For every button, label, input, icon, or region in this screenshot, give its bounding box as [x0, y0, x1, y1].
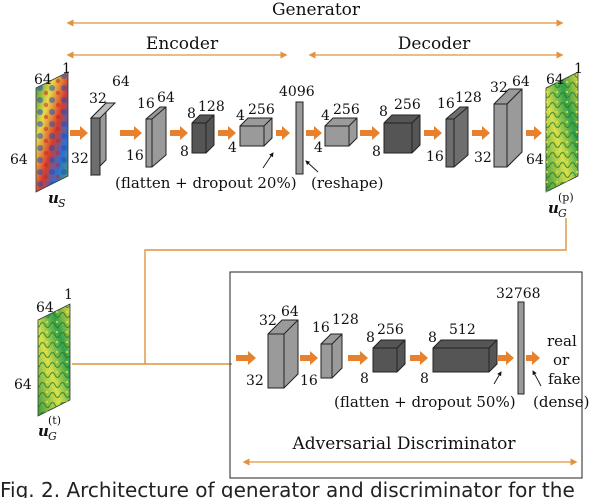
ugp-symbol: u: [548, 199, 559, 217]
disc3-c: 256: [377, 322, 404, 338]
enc2-w: 16: [126, 148, 144, 164]
disc4-c: 512: [449, 322, 476, 338]
enc3-w: 8: [180, 144, 189, 160]
us-subscript: S: [58, 197, 66, 210]
generator-title: Generator: [272, 0, 361, 20]
discriminator-frame: [229, 271, 583, 479]
dec4-h: 32: [490, 80, 508, 96]
disc3-w: 8: [360, 371, 369, 387]
disc4-w: 8: [420, 371, 429, 387]
reshape-pointer: [305, 160, 319, 173]
ugp-top-label: 64: [546, 72, 564, 88]
discriminator-title: Adversarial Discriminator: [291, 434, 516, 454]
ugp-superscript: (p): [558, 191, 574, 204]
ugt-top-label: 64: [36, 300, 54, 316]
dec2-c: 256: [394, 97, 421, 113]
disc2-c: 128: [332, 312, 359, 328]
truth-field-ugt: [37, 303, 71, 417]
flatten-pointer: [262, 152, 274, 169]
ugt-side-label: 64: [14, 377, 32, 393]
ugp-corner-label: 1: [574, 61, 583, 77]
enc4-w: 4: [228, 140, 237, 156]
disc-flat-vector: [517, 301, 525, 395]
enc4-c: 256: [248, 102, 275, 118]
ugt-corner-label: 1: [64, 287, 73, 303]
disc3-h: 8: [366, 330, 375, 346]
disc-layer-3: [372, 339, 406, 373]
dense-pointer: [532, 370, 542, 387]
bottleneck-size: 4096: [279, 84, 315, 100]
encoder-title: Encoder: [146, 34, 219, 54]
disc1-w: 32: [246, 373, 264, 389]
disc4-h: 8: [428, 330, 437, 346]
encoder-layer-1: [89, 101, 117, 177]
dec1-w: 4: [314, 140, 323, 156]
us-side-label: 64: [10, 152, 28, 168]
generator-flow-arrows: [70, 126, 542, 140]
ugp-subscript: G: [558, 207, 567, 220]
decoder-layer-2: [383, 114, 421, 154]
ugt-symbol: u: [38, 422, 49, 440]
enc1-c: 64: [112, 74, 130, 90]
disc-output-size: 32768: [496, 286, 541, 302]
disc-flatten-note: (flatten + dropout 50%): [334, 393, 516, 411]
enc2-c: 64: [157, 90, 175, 106]
real-label: real: [547, 332, 577, 350]
disc-layer-1: [267, 319, 299, 389]
ugp-side-label: 64: [526, 152, 544, 168]
us-symbol: u: [48, 189, 59, 207]
dense-note: (dense): [533, 393, 589, 411]
ugt-subscript: G: [48, 430, 57, 443]
dec3-w: 16: [426, 149, 444, 165]
disc2-h: 16: [312, 320, 330, 336]
enc3-c: 128: [198, 99, 225, 115]
decoder-layer-3: [445, 106, 469, 168]
us-top-label: 64: [34, 72, 52, 88]
encoder-layer-4: [239, 117, 273, 147]
dec4-c: 64: [512, 74, 530, 90]
gen-flatten-note: (flatten + dropout 20%): [115, 174, 297, 192]
decoder-layer-1: [324, 117, 358, 147]
output-field-ugp: [545, 71, 579, 193]
dec2-w: 8: [372, 144, 381, 160]
enc3-h: 8: [187, 106, 196, 122]
generated-connector: [144, 218, 567, 364]
dec4-w: 32: [474, 150, 492, 166]
figure-caption: Fig. 2. Architecture of generator and di…: [0, 478, 575, 498]
dec3-h: 16: [437, 96, 455, 112]
disc1-h: 32: [259, 313, 277, 329]
dec1-h: 4: [321, 108, 330, 124]
dec3-c: 128: [455, 90, 482, 106]
or-label: or: [553, 351, 570, 369]
us-corner-label: 1: [62, 61, 71, 77]
reshape-note: (reshape): [311, 174, 384, 192]
encoder-layer-3: [191, 114, 215, 154]
disc-layer-4: [432, 339, 498, 373]
enc1-w: 32: [71, 151, 89, 167]
fake-label: fake: [548, 370, 581, 388]
bottleneck-vector: [295, 101, 304, 175]
input-field-us: [35, 71, 69, 193]
enc1-h: 32: [89, 91, 107, 107]
dec1-c: 256: [333, 102, 360, 118]
enc2-h: 16: [137, 96, 155, 112]
decoder-title: Decoder: [398, 34, 471, 54]
encoder-layer-2: [145, 106, 167, 168]
dec2-h: 8: [379, 104, 388, 120]
disc2-w: 16: [300, 373, 318, 389]
decoder-layer-4: [493, 88, 523, 168]
disc-flatten-pointer: [493, 371, 502, 385]
enc4-h: 4: [236, 108, 245, 124]
discriminator-flow-arrows: [236, 351, 540, 365]
disc-layer-2: [320, 333, 343, 379]
ugt-superscript: (t): [48, 414, 61, 427]
disc1-c: 64: [281, 304, 299, 320]
